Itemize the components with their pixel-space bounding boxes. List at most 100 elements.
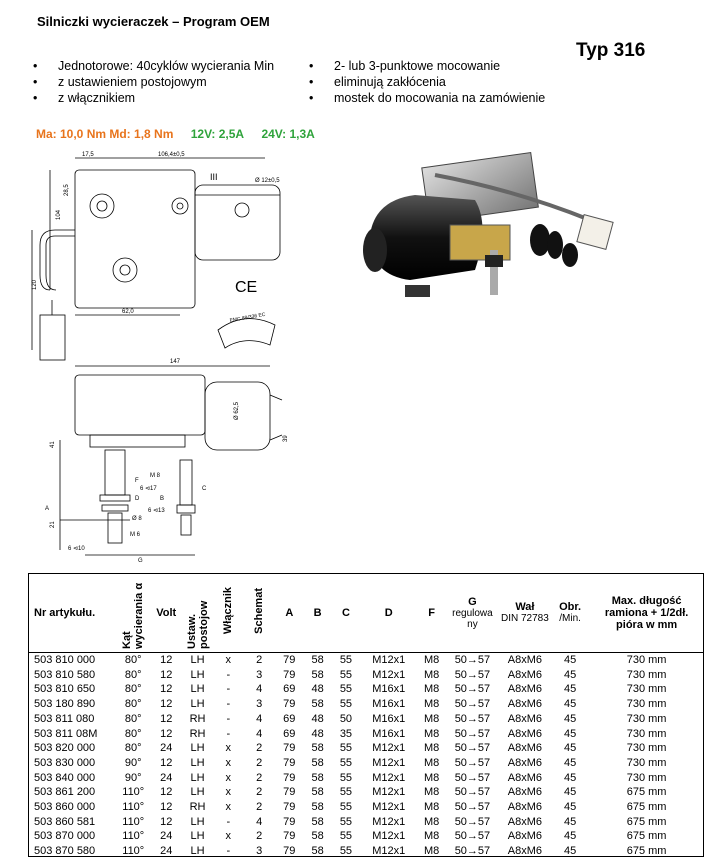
table-cell: 69 <box>283 683 296 696</box>
header-volt: Volt <box>150 573 182 653</box>
table-cell: 58 <box>311 742 324 755</box>
table-cell: A8xM6 <box>507 698 543 711</box>
table-cell: 503 840 000 <box>34 771 96 784</box>
table-cell: 48 <box>311 712 324 725</box>
table-cell: 503 810 650 <box>34 683 96 696</box>
table-cell: 79 <box>283 815 296 828</box>
header-g-main: G <box>468 595 477 608</box>
feature-text: eliminują zakłócenia <box>334 75 446 89</box>
list-item: •eliminują zakłócenia <box>309 75 446 89</box>
table-cell: LH <box>190 830 205 843</box>
table-cell: 730 mm <box>626 654 667 666</box>
table-cell: LH <box>190 668 205 681</box>
table-cell: M8 <box>424 771 440 784</box>
table-cell: 50→57 <box>454 712 491 725</box>
table-cell: 45 <box>563 683 577 696</box>
table-cell: x <box>225 786 232 799</box>
header-g-sub: regulowa ny <box>452 607 493 630</box>
table-cell: 55 <box>339 845 353 858</box>
table-cell: 110° <box>122 786 145 799</box>
table-cell: 45 <box>563 698 577 711</box>
header-d: D <box>360 573 418 653</box>
dim-label: 147 <box>170 359 181 365</box>
table-cell: 79 <box>283 786 296 799</box>
side-view-drawing <box>59 365 283 556</box>
current-24v-spec: 24V: 1,3A <box>261 127 315 141</box>
table-cell: 35 <box>339 727 353 740</box>
table-cell: A8xM6 <box>507 786 543 799</box>
table-cell: 12 <box>160 815 173 828</box>
table-cell: 24 <box>160 845 173 858</box>
table-cell: 50→57 <box>454 830 491 843</box>
table-cell: 55 <box>339 756 353 769</box>
table-cell: 50→57 <box>454 815 491 828</box>
table-cell: M12x1 <box>372 830 406 843</box>
table-cell: 730 mm <box>626 698 667 711</box>
table-cell: 90° <box>124 771 142 784</box>
table-cell: A8xM6 <box>507 771 543 784</box>
side-drawing-labels: 147 Ø 62,5 41 39 M 8 6 ⊲17 F D 6 ⊲13 Ø 8… <box>45 359 289 564</box>
table-cell: x <box>225 756 232 769</box>
table-cell: 675 mm <box>626 801 667 814</box>
table-cell: 79 <box>283 742 296 755</box>
list-item: •z ustawieniem postojowym <box>33 75 207 89</box>
table-cell: M12x1 <box>372 801 406 814</box>
table-header-row: Nr artykułu. Kąt wycierania α Volt Ustaw… <box>28 573 704 653</box>
dim-label: 6 ⊲13 <box>148 508 165 514</box>
table-cell: 80° <box>124 712 142 725</box>
table-cell: 45 <box>563 801 577 814</box>
table-cell: M16x1 <box>372 698 406 711</box>
table-cell: - <box>226 698 231 711</box>
header-b: B <box>303 573 332 653</box>
electrical-specs: Ma: 10,0 Nm Md: 1,8 Nm 12V: 2,5A 24V: 1,… <box>36 127 329 141</box>
table-cell: LH <box>190 756 205 769</box>
dim-label: 120 <box>32 279 38 290</box>
dim-label: III <box>210 172 218 182</box>
technical-drawing: 17,5 106,4±0,5 III Ø 12±0,5 28,5 104 120… <box>31 152 289 564</box>
table-cell: M8 <box>424 742 440 755</box>
table-cell: 79 <box>283 698 296 711</box>
table-cell: M8 <box>424 654 440 666</box>
table-cell: M12x1 <box>372 668 406 681</box>
table-cell: M16x1 <box>372 712 406 725</box>
table-cell: 4 <box>256 815 263 828</box>
table-cell: M8 <box>424 756 440 769</box>
dim-label: 28,5 <box>64 184 70 196</box>
table-cell: 12 <box>160 727 173 740</box>
table-cell: M8 <box>424 845 440 858</box>
table-cell: 45 <box>563 845 577 858</box>
table-cell: 675 mm <box>626 845 667 858</box>
feature-text: 2- lub 3-punktowe mocowanie <box>334 59 501 73</box>
dim-label: 62,0 <box>122 309 134 315</box>
table-cell: 69 <box>283 712 296 725</box>
table-cell: 730 mm <box>626 668 667 681</box>
table-cell: 58 <box>311 771 324 784</box>
header-obr: Obr. /Min. <box>550 573 590 653</box>
drawing-labels: 17,5 106,4±0,5 III Ø 12±0,5 28,5 104 120… <box>32 152 280 324</box>
table-cell: LH <box>190 698 205 711</box>
table-cell: RH <box>189 727 206 740</box>
table-cell: M12x1 <box>372 756 406 769</box>
table-cell: 48 <box>311 683 324 696</box>
table-cell: 3 <box>256 698 263 711</box>
table-cell: 79 <box>283 845 296 858</box>
table-cell: 55 <box>339 801 353 814</box>
header-kat: Kąt wycierania α <box>115 573 151 653</box>
header-max: Max. długość ramiona + 1/2dł. pióra w mm <box>589 573 704 653</box>
dim-label: Ø 62,5 <box>234 401 240 420</box>
table-cell: 24 <box>160 771 173 784</box>
table-cell: 58 <box>311 845 324 858</box>
header-a: A <box>275 573 304 653</box>
table-cell: 12 <box>160 786 173 799</box>
table-cell: 55 <box>339 668 353 681</box>
table-cell: 55 <box>339 698 353 711</box>
table-cell: 12 <box>160 683 173 696</box>
dim-label: A <box>45 506 49 512</box>
